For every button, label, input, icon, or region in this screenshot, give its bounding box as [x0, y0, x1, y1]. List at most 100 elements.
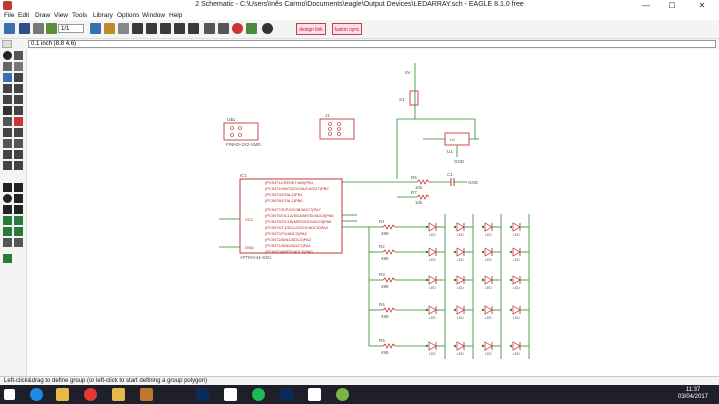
clock[interactable]: 11:37 03/04/2017 [673, 387, 713, 401]
add-icon[interactable] [14, 106, 23, 115]
design-link-button[interactable]: design link [296, 23, 326, 35]
attribute-icon[interactable] [3, 238, 12, 247]
junction-icon[interactable] [3, 227, 12, 236]
photoshop-2-icon[interactable] [280, 388, 293, 401]
rect-icon[interactable] [3, 205, 12, 214]
led-diode[interactable]: LED [425, 222, 445, 237]
switch-s1[interactable]: 5V S1 [396, 63, 475, 179]
print-icon[interactable] [33, 23, 44, 34]
led-diode[interactable]: LED [425, 305, 445, 320]
delete-icon[interactable] [3, 106, 12, 115]
file-explorer-icon[interactable] [56, 388, 69, 401]
led-diode[interactable]: LED [509, 341, 529, 356]
maximize-button[interactable]: ☐ [668, 1, 676, 10]
menu-edit[interactable]: Edit [18, 12, 30, 19]
script-icon[interactable] [104, 23, 115, 34]
zoom-out-icon[interactable] [160, 23, 171, 34]
notepad-icon[interactable] [224, 388, 237, 401]
menu-library[interactable]: Library [93, 12, 113, 19]
board-icon[interactable] [90, 23, 101, 34]
chrome-icon[interactable] [84, 388, 97, 401]
app-icon[interactable] [308, 388, 321, 401]
gateswap-icon[interactable] [14, 139, 23, 148]
led-diode[interactable]: LED [481, 247, 501, 262]
close-button[interactable]: ✕ [698, 1, 706, 10]
zoom-redraw-icon[interactable] [174, 23, 185, 34]
regulator-u1[interactable]: U1 U1 GND [423, 119, 479, 164]
resistor-r7[interactable]: R7 10k [397, 190, 430, 205]
menu-view[interactable]: View [54, 12, 68, 19]
eagle-taskbar-icon[interactable] [140, 388, 153, 401]
zoom-in-icon[interactable] [146, 23, 157, 34]
menu-draw[interactable]: Draw [35, 12, 51, 19]
minimize-button[interactable]: — [642, 1, 650, 10]
info-icon[interactable] [3, 51, 12, 60]
resistor-r3[interactable]: R3 499 [369, 272, 396, 289]
circle-icon[interactable] [3, 194, 12, 203]
go-icon[interactable] [246, 23, 257, 34]
select-icon[interactable] [3, 73, 12, 82]
mark-icon[interactable] [14, 62, 23, 71]
led-diode[interactable]: LED [481, 305, 501, 320]
rotate-icon[interactable] [3, 84, 12, 93]
menu-file[interactable]: File [4, 12, 15, 19]
mirror-icon[interactable] [14, 84, 23, 93]
net-icon[interactable] [3, 216, 12, 225]
internet-explorer-icon[interactable] [30, 388, 43, 401]
smash-icon[interactable] [3, 150, 12, 159]
led-diode[interactable]: LED [509, 247, 529, 262]
led-diode[interactable]: LED [453, 222, 473, 237]
menu-options[interactable]: Options [117, 12, 140, 19]
resistor-r2[interactable]: R2 499 [369, 244, 396, 261]
sheet-select[interactable]: 1/1 [58, 24, 84, 33]
led-diode[interactable]: LED [453, 341, 473, 356]
led-diode[interactable]: LED [509, 275, 529, 290]
menu-tools[interactable]: Tools [72, 12, 88, 19]
replace-icon[interactable] [14, 117, 23, 126]
paste-icon[interactable] [14, 95, 23, 104]
led-diode[interactable]: LED [453, 305, 473, 320]
invoke-icon[interactable] [3, 139, 12, 148]
led-diode[interactable]: LED [481, 341, 501, 356]
zoom-select-icon[interactable] [188, 23, 199, 34]
arc-icon[interactable] [14, 194, 23, 203]
help-icon[interactable] [262, 23, 273, 34]
led-diode[interactable]: LED [425, 275, 445, 290]
resistor-r1[interactable]: R1 499 [369, 219, 396, 236]
erc-icon[interactable] [3, 254, 12, 263]
windows-start-icon[interactable] [4, 389, 15, 400]
dimension-icon[interactable] [14, 238, 23, 247]
name-icon[interactable] [3, 161, 12, 170]
menu-help[interactable]: Help [169, 12, 183, 19]
led-diode[interactable]: LED [425, 247, 445, 262]
miter-icon[interactable] [14, 128, 23, 137]
text-icon[interactable] [14, 183, 23, 192]
grid-tab[interactable] [2, 40, 12, 48]
connector-u1[interactable]: U$1 FINHD-2X2-SMD [223, 117, 262, 147]
save-icon[interactable] [19, 23, 30, 34]
pinswap-icon[interactable] [3, 117, 12, 126]
schematic-canvas[interactable]: U$1 FINHD-2X2-SMD J1 5V S1 [27, 49, 719, 376]
ic-attiny44[interactable]: IC1 ATTINY44-SSU VCC GND (PCINT11/RESET/… [219, 173, 343, 260]
menu-window[interactable]: Window [142, 12, 166, 19]
resistor-r4[interactable]: R4 499 [369, 302, 396, 319]
fusion-sync-button[interactable]: fusion sync [332, 23, 362, 35]
polygon-icon[interactable] [14, 205, 23, 214]
stop-icon[interactable] [232, 23, 243, 34]
spotify-icon[interactable] [252, 388, 265, 401]
resistor-r6[interactable]: R6 10k [397, 175, 430, 190]
resistor-r5[interactable]: R5 499 [369, 338, 396, 355]
led-diode[interactable]: LED [453, 275, 473, 290]
value-icon[interactable] [14, 150, 23, 159]
led-diode[interactable]: LED [425, 341, 445, 356]
label-icon[interactable] [14, 227, 23, 236]
coordinate-field[interactable]: 0.1 inch (8.8 4.6) [28, 40, 716, 48]
open-icon[interactable] [4, 23, 15, 34]
greenapp-icon[interactable] [336, 388, 349, 401]
capacitor-c1[interactable]: C1 GND [429, 172, 479, 186]
cam-icon[interactable] [46, 23, 57, 34]
split-icon[interactable] [3, 128, 12, 137]
bus-icon[interactable] [14, 216, 23, 225]
led-diode[interactable]: LED [481, 275, 501, 290]
led-diode[interactable]: LED [481, 222, 501, 237]
